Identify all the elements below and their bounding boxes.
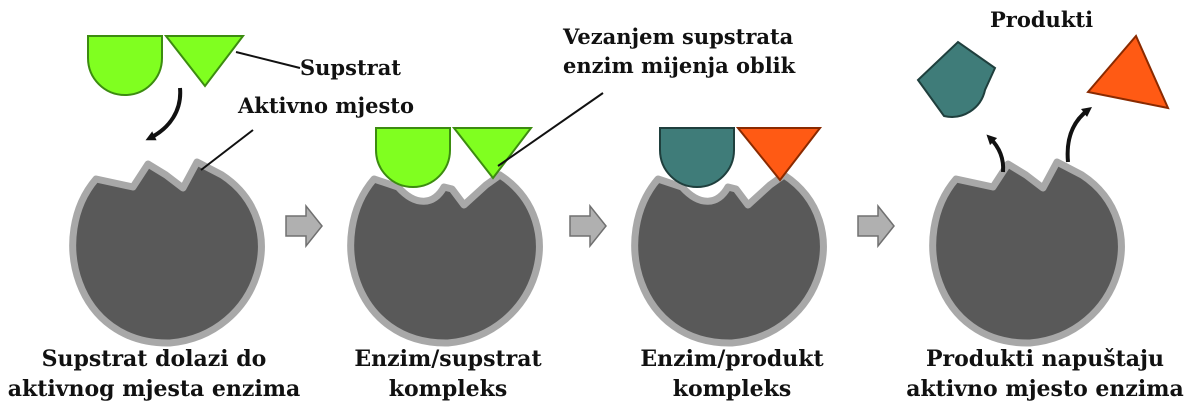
substrate-triangle — [163, 35, 246, 88]
stage-2 — [351, 127, 540, 343]
substrate-approach-arrow — [145, 87, 183, 141]
caption-1-line2: aktivnog mjesta enzima — [8, 376, 301, 402]
caption-2-line1: Enzim/supstrat — [354, 346, 542, 372]
products-released — [916, 34, 1170, 118]
product-teal-released — [916, 40, 997, 118]
label-substrate: Supstrat — [300, 55, 401, 80]
substrate-half-circle — [87, 35, 163, 96]
caption-4-line1: Produkti napuštaju — [926, 346, 1164, 372]
substrate-bound-triangle — [451, 127, 534, 180]
enzyme-1 — [73, 162, 262, 343]
enzyme-2 — [351, 175, 540, 343]
release-arrow-right — [1065, 106, 1092, 163]
substrate-free — [87, 35, 246, 96]
enzyme-3 — [635, 175, 824, 343]
caption-3-line1: Enzim/produkt — [640, 346, 824, 372]
stage-3 — [635, 127, 824, 343]
release-arrow-left — [986, 134, 1006, 173]
step-arrow-3 — [857, 203, 895, 249]
substrate-bound — [375, 127, 534, 188]
caption-4-line2: aktivno mjesto enzima — [906, 376, 1184, 402]
stage-4 — [916, 34, 1170, 343]
leader-substrate — [235, 51, 301, 69]
substrate-bound-half-circle — [375, 127, 451, 188]
products-bound — [659, 127, 823, 188]
label-products: Produkti — [990, 7, 1093, 32]
product-teal-bound — [659, 127, 735, 188]
caption-3-line2: kompleks — [673, 376, 792, 402]
step-arrow-1 — [285, 203, 323, 249]
label-active-site: Aktivno mjesto — [237, 93, 414, 118]
product-red-bound — [735, 127, 823, 182]
label-binding-line2: enzim mijenja oblik — [563, 53, 796, 78]
enzyme-4 — [933, 162, 1122, 343]
leader-active-site — [200, 129, 254, 171]
product-red-released — [1086, 34, 1170, 110]
caption-2-line2: kompleks — [389, 376, 508, 402]
stage-1 — [73, 35, 262, 343]
label-binding-line1: Vezanjem supstrata — [562, 24, 794, 49]
leader-binding — [497, 92, 604, 167]
step-arrow-2 — [569, 203, 607, 249]
caption-1-line1: Supstrat dolazi do — [42, 346, 267, 372]
